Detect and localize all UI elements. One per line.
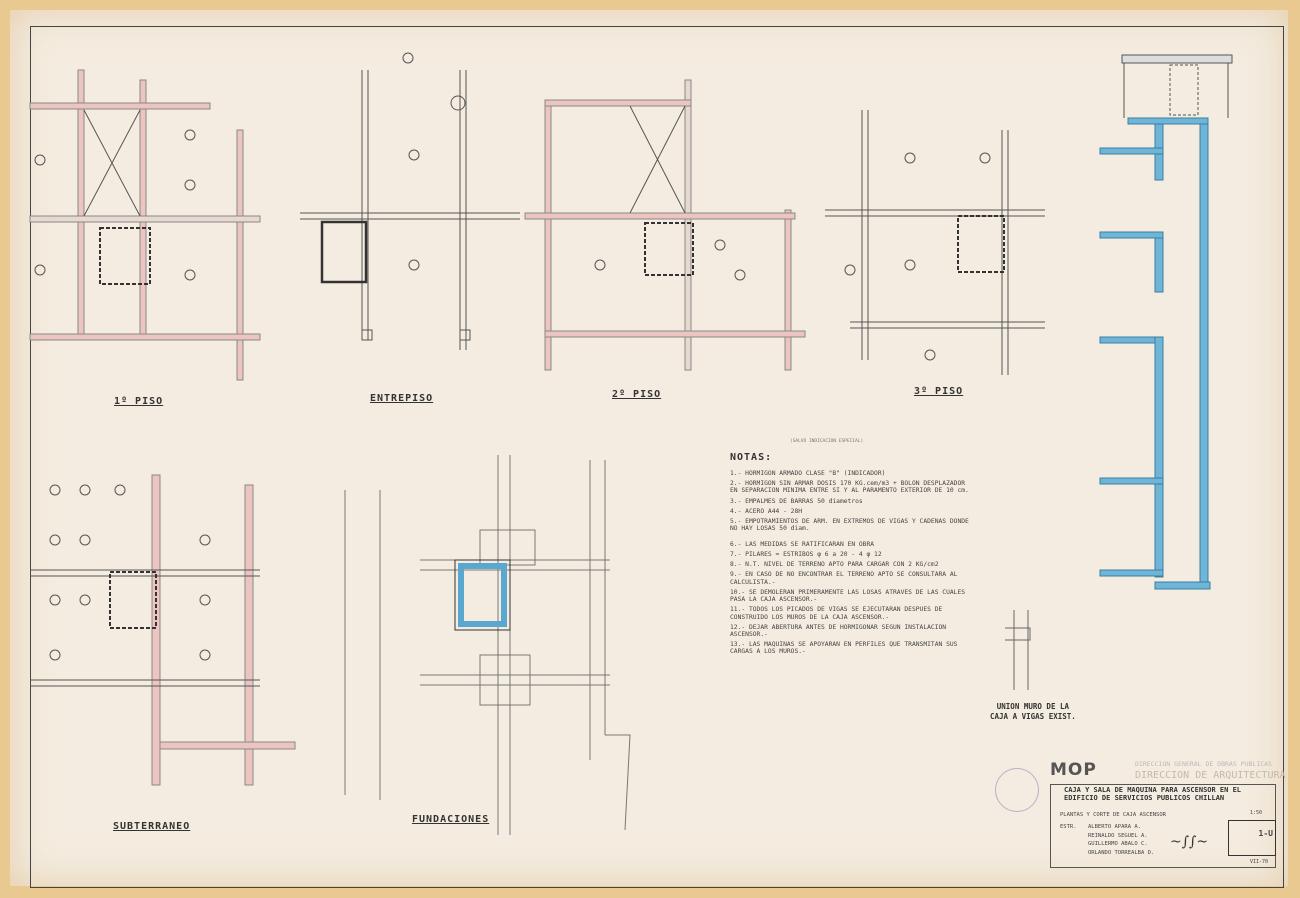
staff-name: REINALDO SEGUEL A. xyxy=(1088,832,1148,839)
plan-1-piso xyxy=(29,69,261,381)
project-title: CAJA Y SALA DE MAQUINA PARA ASCENSOR EN … xyxy=(1064,786,1242,802)
drawing-sheet xyxy=(10,10,1288,888)
label-entrepiso: ENTREPISO xyxy=(370,393,434,404)
label-1-piso: 1º PISO xyxy=(114,396,164,407)
note-item: 10.- SE DEMOLERAN PRIMERAMENTE LAS LOSAS… xyxy=(730,588,966,604)
note-item: 3.- EMPALMES DE BARRAS 50 diametros xyxy=(730,497,863,505)
notes-title: NOTAS: xyxy=(730,452,773,463)
note-item: 6.- LAS MEDIDAS SE RATIFICARAN EN OBRA xyxy=(730,540,875,548)
org-line2: DIRECCION DE ARQUITECTURA xyxy=(1135,770,1286,781)
detail-title-line1: UNION MURO DE LA xyxy=(996,702,1070,711)
note-item: 5.- EMPOTRAMIENTOS DE ARM. EN EXTREMOS D… xyxy=(730,518,969,533)
note-item: 13.- LAS MAQUINAS SE APOYARAN EN PERFILE… xyxy=(730,641,958,656)
note-item: 4.- ACERO A44 - 28H xyxy=(730,507,803,515)
note-item: 9.- EN CASO DE NO ENCONTRAR EL TERRENO A… xyxy=(730,571,958,586)
plan-entrepiso xyxy=(300,52,520,350)
label-2-piso: 2º PISO xyxy=(612,389,662,400)
notes-block: (SALVO INDICACION ESPECIAL) NOTAS: 1.- H… xyxy=(730,439,970,659)
label-subterraneo: SUBTERRANEO xyxy=(113,821,191,832)
staff-name: ORLANDO TORREALBA D. xyxy=(1088,849,1155,856)
plan-fundaciones xyxy=(344,455,631,835)
staff-name: GUILLERMO ABALO C. xyxy=(1088,841,1148,848)
label-fundaciones: FUNDACIONES xyxy=(412,814,490,825)
sheet-number: 1-U xyxy=(1228,820,1276,856)
section-caja-ascensor xyxy=(1099,54,1233,590)
notes-subtitle: (SALVO INDICACION ESPECIAL) xyxy=(790,439,864,444)
signature: ~∫∫~ xyxy=(1170,834,1209,850)
note-item: 11.- TODOS LOS PICADOS DE VIGAS SE EJECU… xyxy=(730,606,943,621)
stamp xyxy=(995,768,1039,812)
detail-title: UNION MURO DE LA CAJA A VIGAS EXIST. xyxy=(990,702,1076,722)
plan-2-piso xyxy=(524,79,806,371)
plan-title: PLANTAS Y CORTE DE CAJA ASCENSOR xyxy=(1060,812,1166,818)
label-3-piso: 3º PISO xyxy=(914,386,964,397)
note-item: 12.- DEJAR ABERTURA ANTES DE HORMIGONAR … xyxy=(730,623,947,638)
scale: 1:50 xyxy=(1250,810,1263,816)
org-line1: DIRECCION GENERAL DE OBRAS PUBLICAS xyxy=(1135,760,1272,768)
plan-subterraneo xyxy=(30,474,296,786)
date: VII-70 xyxy=(1250,859,1269,865)
drawing-frame xyxy=(30,26,1284,888)
note-item: 1.- HORMIGON ARMADO CLASE "B" (INDICADOR… xyxy=(730,470,886,477)
note-item: 8.- N.T. NIVEL DE TERRENO APTO PARA CARG… xyxy=(730,561,939,569)
note-item: 7.- PILARES = ESTRIBOS φ 6 a 20 - 4 φ 12 xyxy=(730,550,882,558)
staff-name: ALBERTO APARA A. xyxy=(1088,824,1141,830)
mop-logo: MOP xyxy=(1050,760,1097,780)
title-block: MOP DIRECCION GENERAL DE OBRAS PUBLICAS … xyxy=(1050,760,1286,868)
staff-list: ESTR. ALBERTO APARA A. REINALDO SEGUEL A… xyxy=(1060,823,1154,856)
role: ESTR. xyxy=(1060,824,1077,830)
detail-title-line2: CAJA A VIGAS EXIST. xyxy=(990,711,1076,721)
detail-union-muro xyxy=(1005,610,1031,690)
note-item: 2.- HORMIGON SIN ARMAR DOSIS 170 KG.cem/… xyxy=(730,480,969,495)
plan-3-piso xyxy=(825,110,1045,375)
